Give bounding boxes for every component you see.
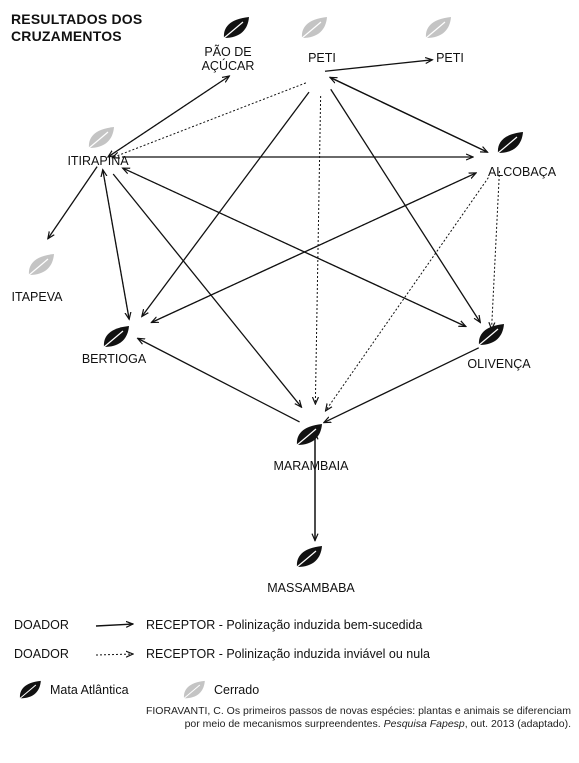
arrow-itirapina-to-pao [107,76,229,158]
legend-dotted-arrow [95,654,133,655]
massambaba-label: MASSAMBABA [267,581,355,595]
arrow-peti1-to-bertioga [142,91,310,316]
itirapina-label: ITIRAPINA [67,154,129,168]
legend-cerrado-label: Cerrado [214,683,260,697]
peti1-label: PETI [308,51,336,65]
source-line-2-pre: por meio de mecanismos surpreendentes. [184,718,384,730]
olivenca-leaf-icon [478,323,505,346]
alcobaca-label: ALCOBAÇA [488,165,557,179]
source-journal: Pesquisa Fapesp [383,718,465,730]
itapeva-label: ITAPEVA [12,290,64,304]
arrow-itirapina-to-marambaia [112,173,301,407]
arrow-bertioga-to-alcobaca [151,173,476,323]
itapeva-leaf-icon [28,253,55,276]
arrow-alcobaca-to-olivenca [492,170,500,329]
legend-solid-arrow [95,624,133,626]
alcobaca-leaf-icon [497,131,524,154]
arrow-alcobaca-to-peti1 [330,77,488,153]
legend-graphics [19,624,206,699]
marambaia-leaf-icon [296,423,323,446]
arrow-olivenca-to-itirapina [123,168,467,327]
crossing-arrows [48,60,500,541]
arrow-alcobaca-to-marambaia [326,177,489,411]
source-line-2-post: , out. 2013 (adaptado). [464,718,571,730]
peti2-label: PETI [436,51,464,65]
arrow-peti1-to-peti2 [324,60,432,72]
pao-leaf-icon [223,16,250,39]
legend-solid-donor: DOADOR [14,618,69,632]
marambaia-label: MARAMBAIA [273,459,349,473]
arrow-marambaia-to-bertioga [138,338,300,423]
bertioga-leaf-icon [103,325,130,348]
legend-mata-label: Mata Atlântica [50,683,129,697]
source-line-1: FIORAVANTI, C. Os primeiros passos de no… [145,705,571,717]
legend-dotted-receptor: RECEPTOR - Polinização induzida inviável… [146,647,430,661]
arrow-peti1-to-marambaia [315,96,322,404]
legend-solid-receptor: RECEPTOR - Polinização induzida bem-suce… [146,618,423,632]
peti2-leaf-icon [425,16,452,39]
source-citation: FIORAVANTI, C. Os primeiros passos de no… [11,705,571,731]
source-line-2: por meio de mecanismos surpreendentes. P… [11,718,571,731]
legend-dotted-donor: DOADOR [14,647,69,661]
peti1-leaf-icon [301,16,328,39]
bertioga-label: BERTIOGA [82,352,147,366]
itirapina-leaf-icon [88,126,115,149]
massambaba-leaf-icon [296,545,323,568]
arrow-itirapina-to-itapeva [48,166,98,239]
arrow-bertioga-to-itirapina [103,170,130,320]
arrow-olivenca-to-marambaia [324,347,480,423]
biome-leaf-icons [28,16,524,568]
legend-cerrado-leaf-icon [183,680,206,699]
diagram-title: RESULTADOS DOS CRUZAMENTOS [11,11,143,44]
arrow-peti1-to-itirapina [112,82,307,158]
legend-mata-leaf-icon [19,680,42,699]
olivenca-label: OLIVENÇA [467,357,531,371]
